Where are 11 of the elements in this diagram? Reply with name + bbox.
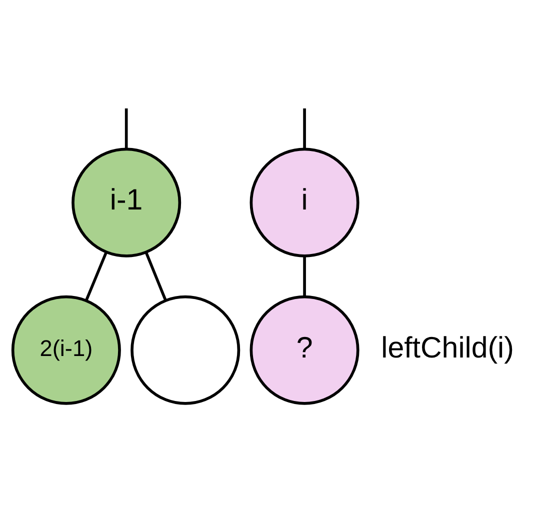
node-circle: i	[250, 147, 360, 257]
connector	[85, 251, 108, 300]
node-circle: ?	[250, 294, 360, 404]
node-circle	[130, 294, 240, 404]
connector	[303, 108, 306, 149]
connector	[144, 251, 167, 300]
connector	[124, 108, 128, 149]
node-circle: i-1	[72, 147, 182, 257]
connector	[303, 256, 306, 296]
node-circle: 2(i-1)	[11, 294, 121, 404]
node-label: leftChild(i)	[381, 330, 514, 364]
